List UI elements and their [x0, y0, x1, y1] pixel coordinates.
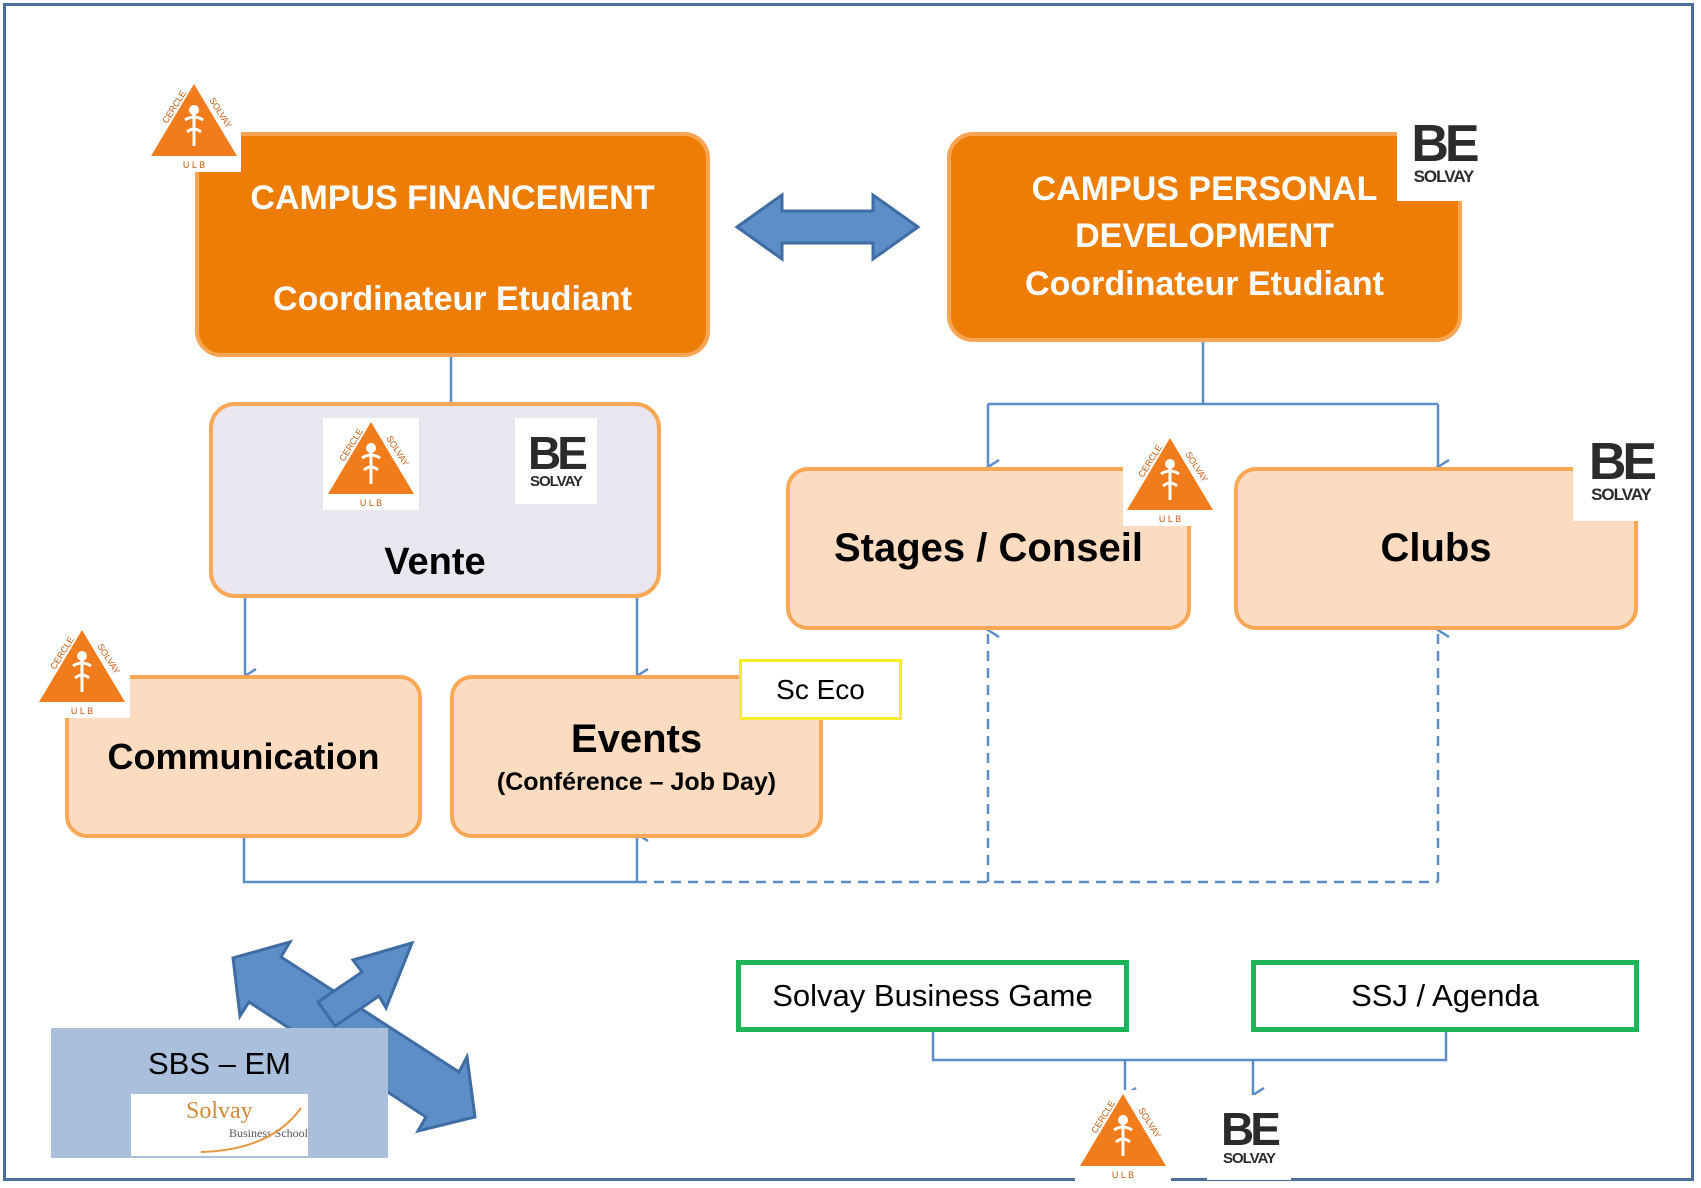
be-solvay-logo: BE SOLVAY — [1573, 421, 1669, 521]
sc-eco-box: Sc Eco — [739, 659, 902, 720]
connector-feedback-dashed — [637, 630, 1438, 884]
stages-conseil-label: Stages / Conseil — [834, 526, 1143, 570]
cercle-solvay-triangle-icon: CERCLE SOLVAY U L B — [328, 422, 414, 508]
double-arrow-campuses — [734, 192, 921, 262]
communication-label: Communication — [107, 735, 380, 777]
diagram-frame — [3, 3, 1694, 1181]
solvay-business-game-box: Solvay Business Game — [736, 960, 1129, 1032]
be-solvay-logo: BE SOLVAY — [515, 418, 597, 504]
cercle-solvay-logo: CERCLE SOLVAY U L B — [1075, 1090, 1171, 1182]
campus-personal-title-line1: CAMPUS PERSONAL — [1031, 169, 1378, 208]
vente-label: Vente — [384, 541, 486, 583]
ulb-word: U L B — [1159, 514, 1181, 524]
sbs-logo-sub: Business School — [229, 1126, 309, 1140]
ssj-agenda-box: SSJ / Agenda — [1251, 960, 1639, 1032]
solvay-business-game-label: Solvay Business Game — [772, 978, 1093, 1013]
campus-financement-title: CAMPUS FINANCEMENT — [250, 178, 655, 217]
campus-personal-box: CAMPUS PERSONAL DEVELOPMENT Coordinateur… — [947, 132, 1462, 342]
clubs-box: Clubs — [1234, 467, 1638, 630]
be-solvay-logo: BE SOLVAY — [1397, 105, 1490, 201]
cercle-solvay-logo: CERCLE SOLVAY U L B — [147, 80, 241, 172]
cercle-solvay-logo: CERCLE SOLVAY U L B — [323, 418, 419, 510]
sbs-em-box: SBS – EM Solvay Business School — [51, 1028, 388, 1158]
solvay-business-school-logo: Solvay Business School — [131, 1094, 308, 1156]
be-logo-letters: BE — [528, 426, 588, 479]
cercle-solvay-triangle-icon: CERCLE SOLVAY U L B — [39, 630, 125, 716]
be-logo-solvay: SOLVAY — [1222, 1149, 1276, 1167]
be-solvay-logo: BE SOLVAY — [1207, 1095, 1291, 1180]
be-logo-letters: BE — [1221, 1103, 1281, 1156]
be-logo-solvay: SOLVAY — [529, 473, 583, 491]
cercle-solvay-triangle-icon: CERCLE SOLVAY U L B — [1127, 438, 1213, 524]
cercle-solvay-logo: CERCLE SOLVAY U L B — [1123, 434, 1217, 526]
be-logo-letters: BE — [1411, 115, 1479, 174]
ulb-word: U L B — [71, 706, 93, 716]
ulb-word: U L B — [183, 160, 205, 170]
cercle-solvay-triangle-icon: CERCLE SOLVAY U L B — [1080, 1094, 1166, 1180]
sc-eco-label: Sc Eco — [776, 673, 865, 705]
sbs-logo-swoosh — [200, 1107, 302, 1153]
connector-feedback — [242, 834, 637, 884]
be-logo-letters: BE — [1588, 433, 1657, 492]
events-sublabel: (Conférence – Job Day) — [496, 767, 777, 796]
campus-financement-subtitle: Coordinateur Etudiant — [273, 279, 632, 318]
ssj-agenda-label: SSJ / Agenda — [1351, 978, 1539, 1013]
ulb-word: U L B — [1112, 1170, 1134, 1180]
ulb-word: U L B — [360, 498, 382, 508]
campus-financement-box: CAMPUS FINANCEMENT Coordinateur Etudiant — [195, 132, 710, 357]
events-label: Events — [570, 716, 703, 761]
cercle-solvay-logo: CERCLE SOLVAY U L B — [34, 626, 130, 718]
be-logo-solvay: SOLVAY — [1413, 166, 1475, 186]
connector-bottom-tree — [931, 1030, 1448, 1095]
sbs-em-label: SBS – EM — [148, 1046, 291, 1081]
cercle-solvay-triangle-icon: CERCLE SOLVAY U L B — [151, 84, 237, 170]
be-logo-solvay: SOLVAY — [1591, 484, 1652, 504]
clubs-label: Clubs — [1380, 526, 1492, 570]
campus-personal-subtitle: Coordinateur Etudiant — [1025, 264, 1384, 303]
campus-personal-title-line2: DEVELOPMENT — [1075, 217, 1334, 256]
sbs-logo-word: Solvay — [186, 1098, 253, 1124]
connector-personal-tree — [988, 340, 1438, 467]
events-box: Events (Conférence – Job Day) — [450, 675, 823, 838]
